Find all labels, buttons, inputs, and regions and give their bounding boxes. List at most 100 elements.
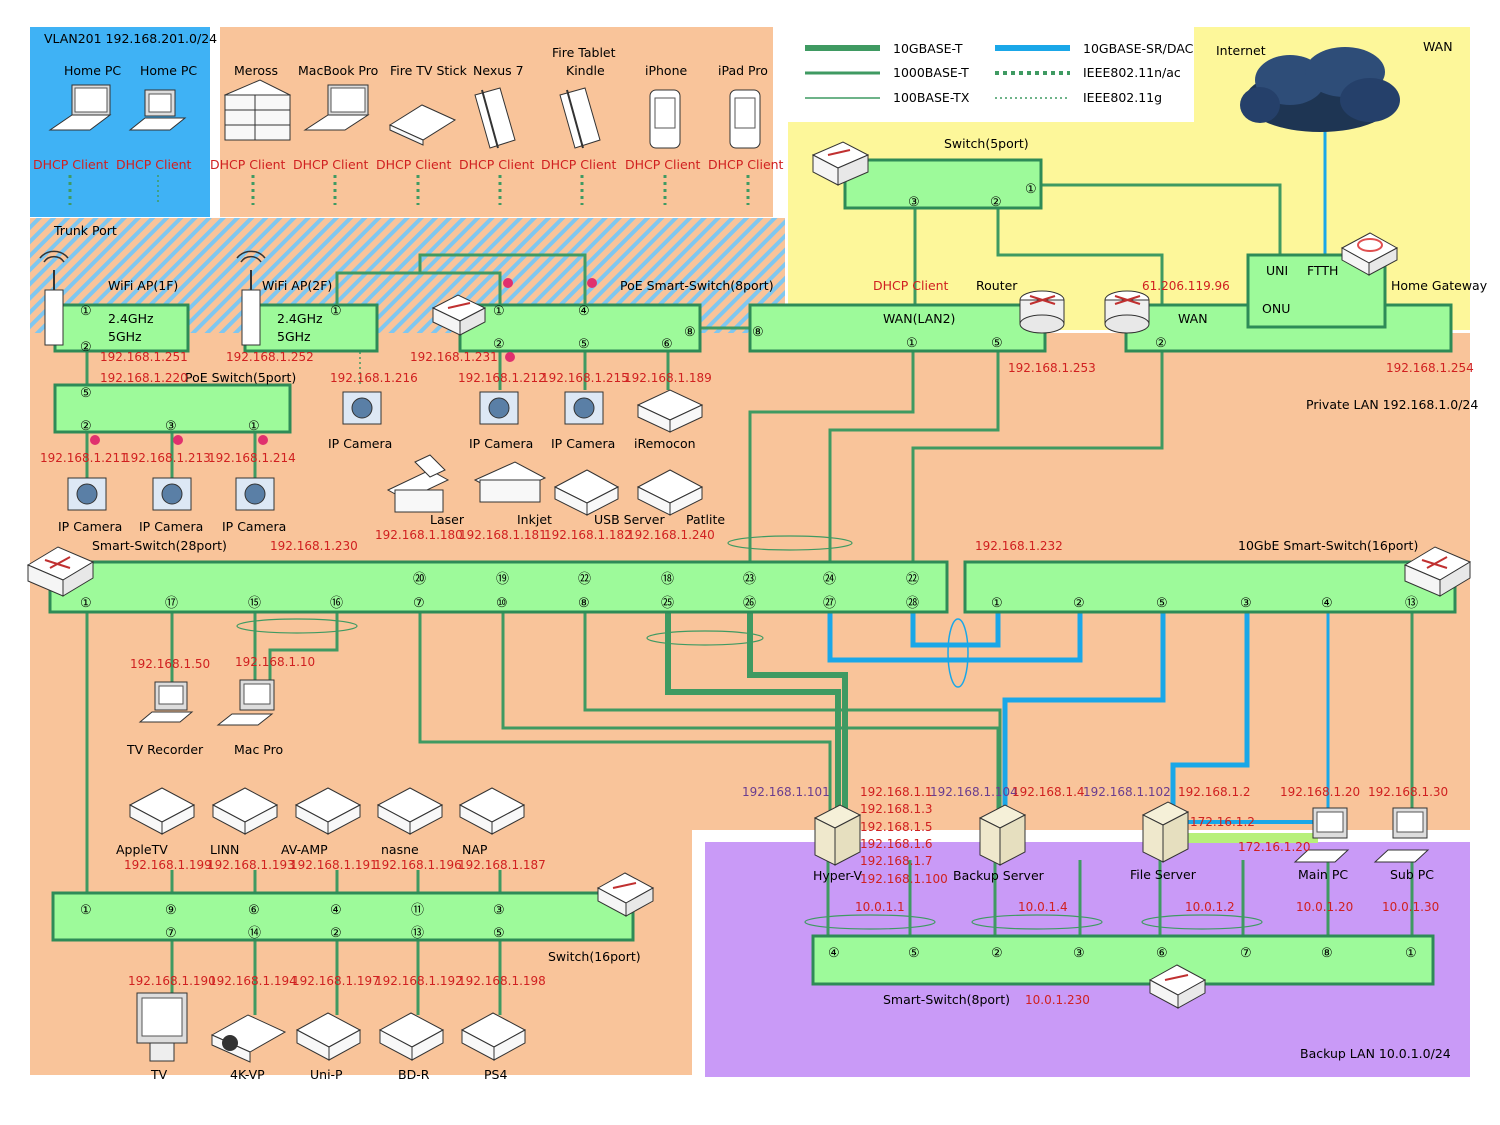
ap1-antenna-icon bbox=[39, 250, 69, 346]
svg-text:⑧: ⑧ bbox=[684, 325, 696, 340]
svg-text:㉒: ㉒ bbox=[578, 572, 591, 587]
svg-text:①: ① bbox=[991, 596, 1003, 611]
svg-text:⑯: ⑯ bbox=[330, 596, 343, 611]
patlite-icon bbox=[636, 469, 704, 516]
onu-label: ONU bbox=[1262, 301, 1290, 316]
peripheral-label: Patlite bbox=[686, 512, 725, 527]
home-gateway-label: Home Gateway bbox=[1391, 278, 1488, 293]
dhcp-label: DHCP Client bbox=[708, 157, 784, 172]
switch-5port-box[interactable] bbox=[843, 158, 1043, 210]
meross-icon bbox=[223, 79, 292, 141]
svg-text:①: ① bbox=[80, 596, 92, 611]
macbook-icon bbox=[303, 84, 370, 131]
nap-icon bbox=[458, 787, 526, 835]
svg-text:⑦: ⑦ bbox=[1240, 946, 1252, 961]
file-ip: 192.168.1.2 bbox=[1178, 785, 1251, 799]
ap1-box[interactable] bbox=[53, 303, 190, 353]
sw8-ip: 10.0.1.230 bbox=[1025, 993, 1090, 1007]
sw16-box[interactable] bbox=[51, 891, 635, 942]
vlan-zone bbox=[30, 27, 210, 217]
av-ip: 192.168.1.197 bbox=[292, 974, 380, 988]
svg-text:⑦: ⑦ bbox=[413, 596, 425, 611]
gateway-ip: 192.168.1.254 bbox=[1386, 361, 1474, 375]
av-label: AV-AMP bbox=[281, 842, 328, 857]
camera-icon bbox=[67, 477, 107, 511]
svg-text:⑥: ⑥ bbox=[1156, 946, 1168, 961]
svg-text:④: ④ bbox=[330, 903, 342, 918]
device-label: Fire TV Stick bbox=[390, 63, 468, 78]
ap2-box[interactable] bbox=[243, 303, 379, 353]
main-pc-icon bbox=[1293, 807, 1350, 863]
camera-icon bbox=[342, 391, 382, 425]
hyperv-ip: 192.168.1.6 bbox=[860, 837, 933, 851]
svg-text:⑧: ⑧ bbox=[578, 596, 590, 611]
svg-text:①: ① bbox=[906, 336, 918, 351]
poe5-box[interactable] bbox=[53, 383, 292, 434]
wan-lan2-box[interactable] bbox=[748, 303, 1047, 353]
svg-text:⑰: ⑰ bbox=[165, 596, 178, 611]
tv-icon bbox=[136, 992, 188, 1062]
switch5-label: Switch(5port) bbox=[944, 136, 1029, 151]
bd-r-icon bbox=[378, 1012, 445, 1061]
svg-text:④: ④ bbox=[1321, 596, 1333, 611]
av-ip: 192.168.1.198 bbox=[458, 974, 546, 988]
svg-text:㉘: ㉘ bbox=[906, 596, 919, 611]
svg-text:⑮: ⑮ bbox=[248, 596, 261, 611]
av-ip: 192.168.1.193 bbox=[207, 858, 295, 872]
peripheral-label: Inkjet bbox=[517, 512, 552, 527]
sw10g-label: 10GbE Smart-Switch(16port) bbox=[1238, 538, 1418, 553]
svg-text:③: ③ bbox=[908, 195, 920, 210]
poe8-box[interactable] bbox=[458, 303, 702, 353]
sw28-box[interactable] bbox=[48, 560, 949, 614]
uni-p-icon bbox=[295, 1012, 362, 1061]
wan-ip: 61.206.119.96 bbox=[1142, 279, 1230, 293]
av-label: 4K-VP bbox=[230, 1067, 265, 1082]
ftth-label: FTTH bbox=[1307, 263, 1338, 278]
sw8-box[interactable] bbox=[811, 934, 1435, 986]
gateway-router-icon bbox=[1104, 290, 1150, 334]
dhcp-label: DHCP Client bbox=[625, 157, 701, 172]
svg-text:③: ③ bbox=[1073, 946, 1085, 961]
av-ip: 192.168.1.199 bbox=[124, 858, 212, 872]
backup-ip: 192.168.1.4 bbox=[1012, 785, 1085, 799]
wan-lan2-label: WAN(LAN2) bbox=[883, 311, 955, 326]
hyperv-ip: 192.168.1.3 bbox=[860, 802, 933, 816]
camera-label: IP Camera bbox=[139, 519, 203, 534]
svg-text:⑧: ⑧ bbox=[1321, 946, 1333, 961]
av-ip: 192.168.1.191 bbox=[290, 858, 378, 872]
svg-text:①: ① bbox=[248, 419, 260, 434]
camera-label: IP Camera bbox=[469, 436, 533, 451]
dhcp-label: DHCP Client bbox=[459, 157, 535, 172]
sw28-icon bbox=[26, 546, 95, 597]
svg-text:②: ② bbox=[80, 419, 92, 434]
inkjet-printer-icon bbox=[473, 461, 547, 503]
svg-text:⑦: ⑦ bbox=[165, 926, 177, 941]
device-label: MacBook Pro bbox=[298, 63, 378, 78]
svg-text:③: ③ bbox=[1240, 596, 1252, 611]
camera-label: IP Camera bbox=[58, 519, 122, 534]
av-label: nasne bbox=[381, 842, 419, 857]
svg-text:㉗: ㉗ bbox=[823, 596, 836, 611]
ipad-icon bbox=[729, 89, 761, 149]
legend-10gbase-sr: 10GBASE-SR/DAC bbox=[1083, 41, 1194, 56]
camera-labels: IP Camera 192.168.1.211 IP Camera 192.16… bbox=[40, 371, 712, 534]
av-ip: 192.168.1.194 bbox=[209, 974, 297, 988]
fire-tv-icon bbox=[388, 104, 457, 146]
svg-text:⑪: ⑪ bbox=[411, 903, 424, 918]
file-label: File Server bbox=[1130, 867, 1197, 882]
svg-text:⑤: ⑤ bbox=[80, 386, 92, 401]
legend-wifi-g: IEEE802.11g bbox=[1083, 90, 1162, 105]
dhcp-label: DHCP Client bbox=[541, 157, 617, 172]
sub-backup-ip: 10.0.1.30 bbox=[1382, 900, 1439, 914]
kindle-icon bbox=[559, 87, 601, 149]
sw10g-box[interactable] bbox=[963, 560, 1457, 614]
svg-text:①: ① bbox=[1025, 182, 1037, 197]
av-ip: 192.168.1.192 bbox=[375, 974, 463, 988]
camera-ip: 192.168.1.213 bbox=[123, 451, 211, 465]
desktop-icon bbox=[128, 89, 187, 131]
svg-text:⑳: ⑳ bbox=[413, 572, 426, 587]
av-ip: 192.168.1.196 bbox=[374, 858, 462, 872]
svg-text:⑧: ⑧ bbox=[752, 325, 764, 340]
